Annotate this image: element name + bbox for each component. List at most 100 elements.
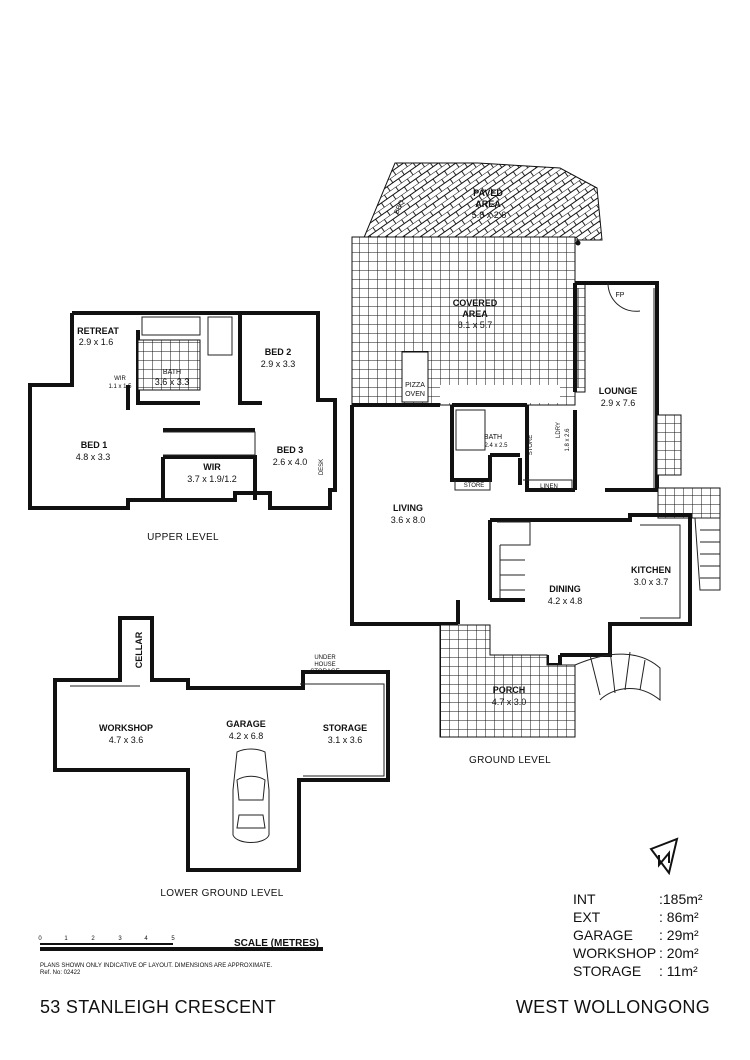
area-label: INT	[573, 891, 596, 907]
dining-dim: 4.2 x 4.8	[548, 596, 583, 606]
linen-label: LINEN	[540, 484, 558, 490]
fireplace	[607, 282, 641, 312]
store-a-box	[454, 480, 491, 491]
address-street: 53 STANLEIGH CRESCENT	[40, 997, 277, 1017]
scale-tick-2: 2	[91, 936, 95, 942]
living-name: LIVING	[393, 503, 423, 513]
bath-walls	[450, 405, 492, 482]
area-row: GARAGE : 29m²	[573, 926, 729, 944]
garage-dim: 4.2 x 6.8	[229, 731, 264, 741]
storage-dim: 3.1 x 3.6	[328, 735, 363, 745]
linen-box	[523, 479, 573, 490]
area-label: GARAGE	[573, 927, 633, 943]
upper-level-plan	[28, 311, 337, 510]
area-row: INT:185m²	[573, 890, 729, 908]
pizza-oven-name-2: OVEN	[405, 391, 425, 398]
storage-inner	[300, 683, 385, 777]
upper-bath-fixtures	[141, 316, 233, 356]
kitchen-dim: 3.0 x 3.7	[634, 577, 669, 587]
paved-area-name-2: AREA	[475, 199, 501, 209]
bed3-dim: 2.6 x 4.0	[273, 457, 308, 467]
garage-name: GARAGE	[226, 719, 266, 729]
ldry-dim: 1.8 x 2.6	[565, 428, 571, 452]
covered-area-dim: 8.1 x 5.7	[458, 320, 493, 330]
ground-level-plan	[350, 162, 721, 738]
upper-bath-name: BATH	[163, 369, 181, 376]
bed3-name: BED 3	[277, 445, 304, 455]
car-icon	[232, 748, 270, 843]
upper-bath-floor	[137, 339, 201, 391]
area-value: : 29m²	[659, 927, 699, 943]
area-label: WORKSHOP	[573, 945, 657, 961]
scale-bar: 0 1 2 3 4 5	[38, 936, 323, 951]
workshop-name: WORKSHOP	[99, 723, 153, 733]
ldry-name: LDRY	[556, 422, 562, 438]
retreat-dim: 2.9 x 1.6	[79, 337, 114, 347]
scale-tick-4: 4	[144, 936, 148, 942]
scale-tick-5: 5	[171, 936, 175, 942]
covered-area-name-2: AREA	[462, 309, 488, 319]
upper-bath-dim: 3.6 x 3.3	[155, 377, 190, 387]
ground-level-title: GROUND LEVEL	[469, 755, 551, 766]
living-dim: 3.6 x 8.0	[391, 515, 426, 525]
scale-label: SCALE (METRES)	[234, 938, 319, 949]
ground-main-walls	[350, 403, 577, 626]
bed1-name: BED 1	[81, 440, 108, 450]
scale-tick-3: 3	[118, 936, 122, 942]
retreat-name: RETREAT	[77, 326, 119, 336]
lounge-walls	[573, 281, 659, 492]
kitchen-name: KITCHEN	[631, 565, 671, 575]
store-a-label: STORE	[464, 483, 485, 489]
area-row: WORKSHOP: 20m²	[573, 944, 729, 962]
store-b-label: STORE	[528, 435, 534, 456]
area-label: EXT	[573, 909, 601, 925]
lounge-dim: 2.9 x 7.6	[601, 398, 636, 408]
wir-dim: 3.7 x 1.9/1.2	[187, 474, 237, 484]
wir-small-name: WIR	[114, 376, 126, 382]
porch-dim: 4.7 x 3.0	[492, 697, 527, 707]
bed1-dim: 4.8 x 3.3	[76, 452, 111, 462]
area-value: : 86m²	[659, 909, 699, 925]
room-labels: PAVED AREA 5.8 x 2.6 BBQ COVERED AREA 8.…	[76, 188, 671, 899]
dining-name: DINING	[549, 584, 581, 594]
area-row: STORAGE: 11m²	[573, 962, 729, 980]
kitchen-walls	[488, 513, 692, 667]
upper-stairs	[163, 431, 256, 456]
disclaimer-note: PLANS SHOWN ONLY INDICATIVE OF LAYOUT. D…	[40, 963, 273, 969]
under-house-line-1: UNDER	[314, 655, 336, 661]
workshop-dim: 4.7 x 3.6	[109, 735, 144, 745]
wir-name: WIR	[203, 462, 221, 472]
storage-name: STORAGE	[323, 723, 367, 733]
area-value: : 11m²	[659, 963, 698, 979]
wir-small-dim: 1.1 x 1.5	[108, 384, 132, 390]
internal-stairs	[497, 521, 531, 598]
desk-label: DESK	[319, 459, 325, 475]
fp-label: FP	[616, 292, 625, 299]
covered-area-name-1: COVERED	[453, 298, 498, 308]
porch-curved-stairs	[574, 653, 661, 702]
lower-ground-level-plan	[53, 616, 390, 872]
under-house-line-3: STORAGE	[310, 669, 339, 675]
scale-tick-1: 1	[64, 936, 68, 942]
upper-level-title: UPPER LEVEL	[147, 532, 219, 543]
pizza-oven	[401, 351, 429, 403]
paved-area-name-1: PAVED	[473, 188, 503, 198]
paved-area-dim: 5.8 x 2.6	[472, 210, 507, 220]
porch-floor	[439, 624, 576, 738]
cellar-label: CELLAR	[134, 631, 144, 668]
lounge-name: LOUNGE	[599, 386, 638, 396]
lower-level-title: LOWER GROUND LEVEL	[160, 888, 283, 899]
ground-bath-name: BATH	[484, 434, 502, 441]
ground-bath-dim: 2.4 x 2.5	[484, 443, 508, 449]
area-summary: INT:185m² EXT : 86m² GARAGE : 29m² WORKSHO…	[573, 890, 729, 980]
area-row: EXT : 86m²	[573, 908, 729, 926]
kitchen-bench	[640, 524, 681, 619]
north-arrow-icon	[649, 837, 679, 876]
bed2-name: BED 2	[265, 347, 292, 357]
kitchen-stairs	[694, 517, 721, 591]
area-value: : 20m²	[659, 945, 699, 961]
paved-area-floor	[362, 162, 603, 241]
scale-tick-0: 0	[38, 936, 42, 942]
ground-bath-tub	[455, 409, 486, 451]
